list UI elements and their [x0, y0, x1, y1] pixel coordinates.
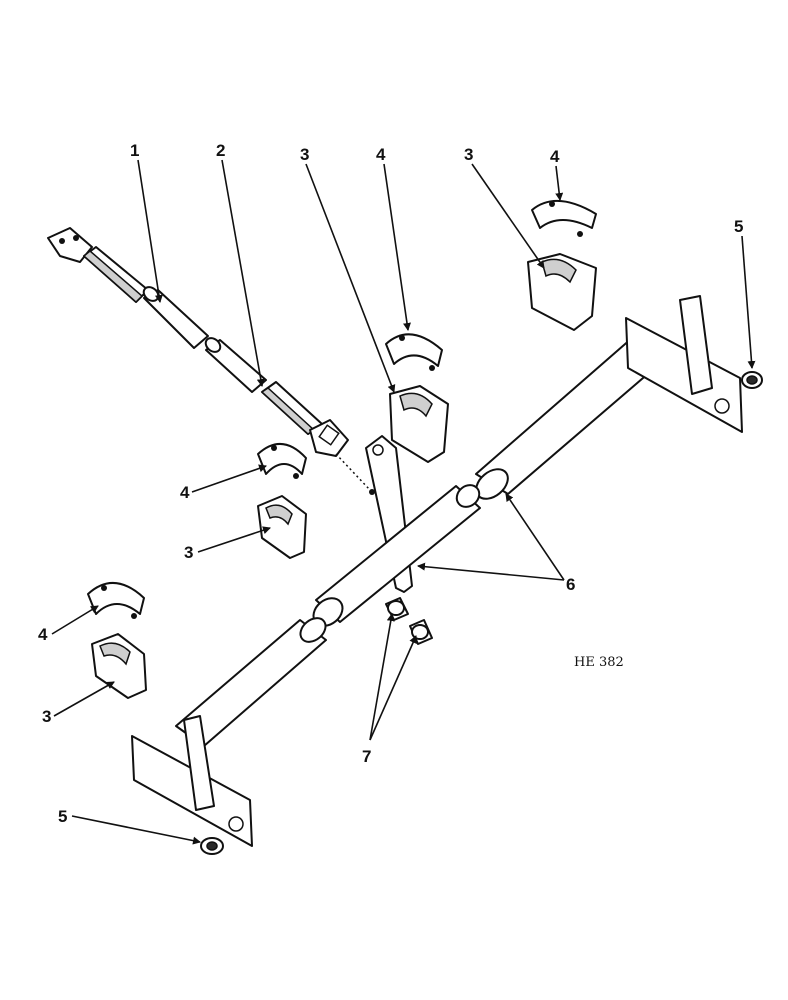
callout-labels: 1 2 3 4 3 4 5 4 3 6 4 3 7 5 — [38, 141, 743, 826]
callout-3-left-upper: 3 — [184, 543, 193, 562]
part-6-cross-shaft — [131, 295, 743, 847]
callout-4-middle: 4 — [376, 145, 386, 164]
bearing-set-left-lower — [87, 581, 147, 699]
callout-3-upper-right: 3 — [464, 145, 473, 164]
callout-4-upper-right: 4 — [550, 147, 560, 166]
callout-2: 2 — [216, 141, 225, 160]
callout-3-middle: 3 — [300, 145, 309, 164]
callout-5-left: 5 — [58, 807, 67, 826]
bearing-set-upper-right — [527, 199, 597, 331]
figure-id: HE 382 — [574, 655, 624, 670]
bearing-set-left-upper — [257, 443, 307, 559]
part-5-bushing-right — [741, 371, 763, 389]
callout-3-left-lower: 3 — [42, 707, 51, 726]
callout-1: 1 — [130, 141, 139, 160]
part-7-spacers — [385, 597, 433, 645]
part-2-link-rod — [204, 337, 349, 457]
callout-4-left-upper: 4 — [180, 483, 190, 502]
callout-6: 6 — [566, 575, 575, 594]
part-1-link-rod — [47, 227, 209, 349]
alignment-line — [335, 453, 371, 491]
callout-7: 7 — [362, 747, 371, 766]
bearing-set-middle — [385, 333, 449, 463]
part-5-bushing-left — [200, 837, 224, 855]
leader-lines — [51, 159, 756, 845]
callout-4-left-lower: 4 — [38, 625, 48, 644]
callout-5-right: 5 — [734, 217, 743, 236]
